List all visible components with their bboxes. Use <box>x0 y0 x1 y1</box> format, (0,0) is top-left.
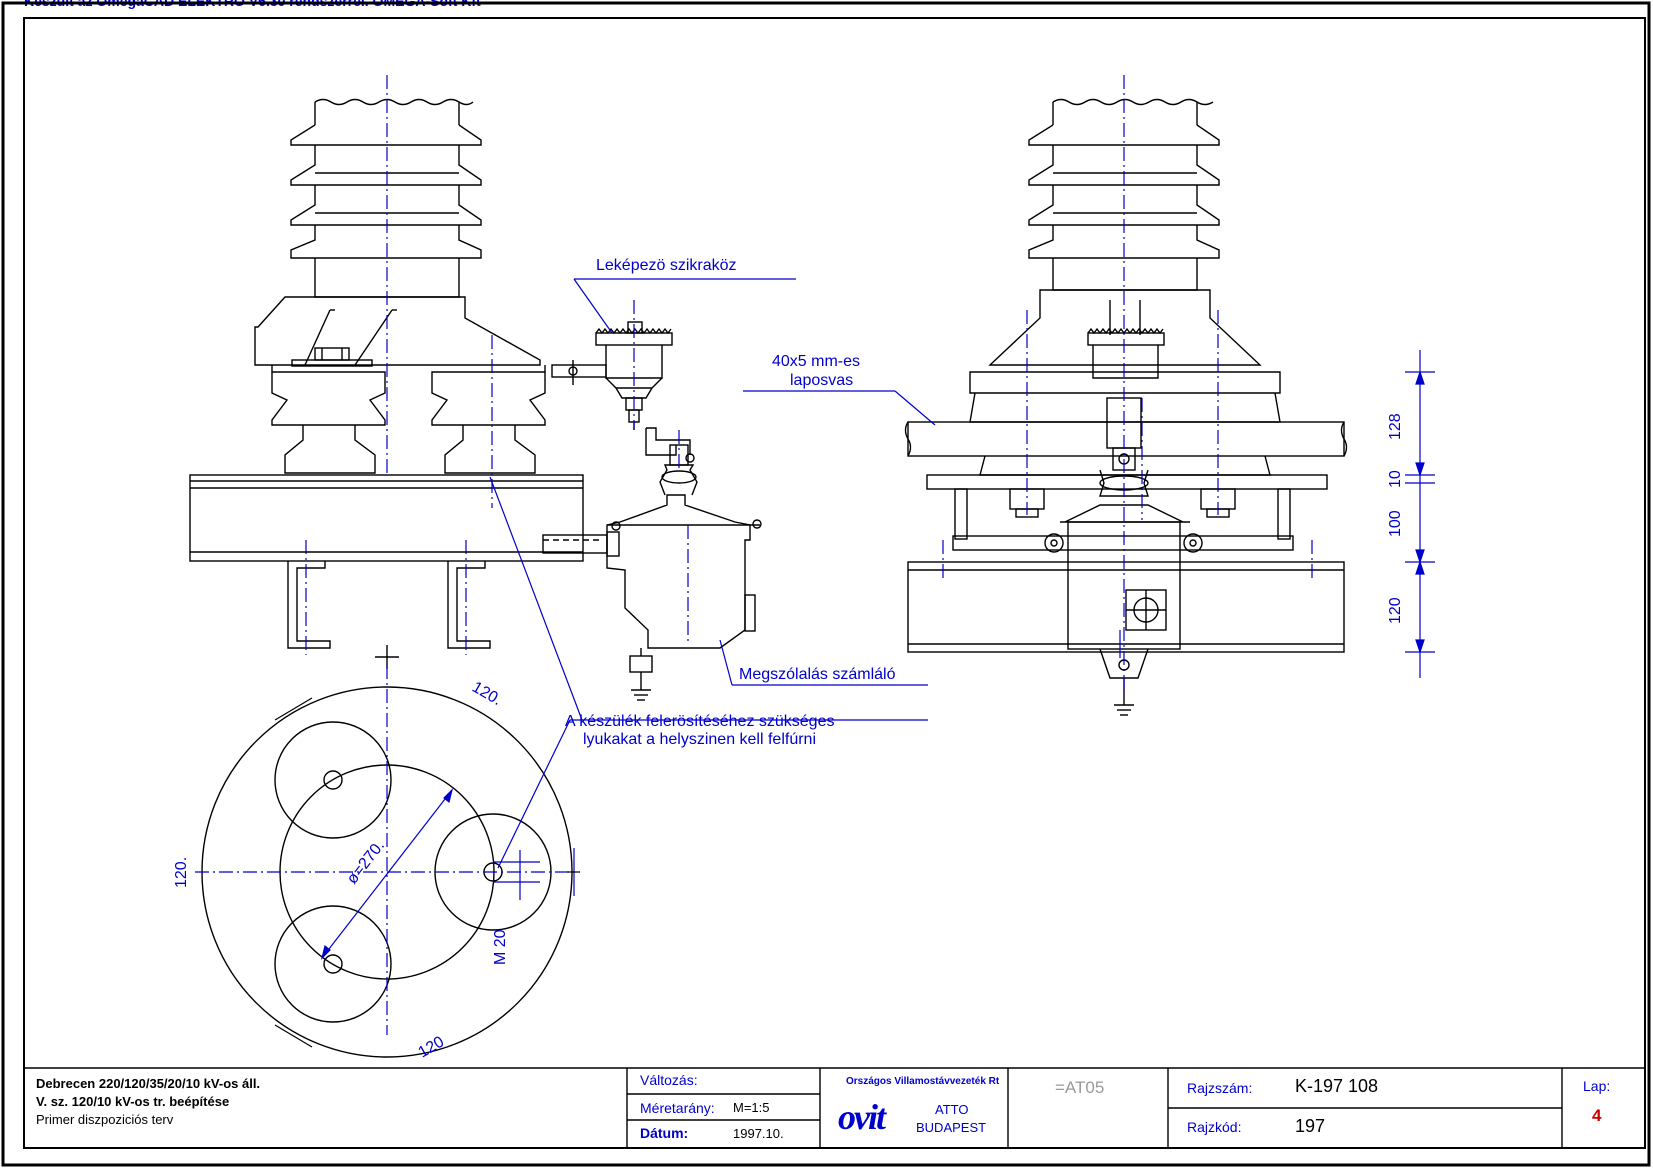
drawing-code: 197 <box>1295 1116 1326 1136</box>
drawing-no-label: Rajzszám: <box>1187 1080 1253 1096</box>
ovit-logo: ovit <box>838 1097 886 1137</box>
scale-label: Méretarány: <box>640 1100 715 1116</box>
holes-label-1: A készülék felerösítéséhez szükséges <box>565 713 834 730</box>
plan-tick-marks <box>274 697 580 1048</box>
project-line-3: Primer diszpoziciós terv <box>36 1112 174 1127</box>
counter-label: Megszólalás számláló <box>739 666 896 683</box>
scale-value: M=1:5 <box>733 1100 770 1115</box>
dept-line-2: BUDAPEST <box>916 1120 987 1135</box>
arrester-label: Leképezö szikraköz <box>596 257 737 274</box>
flatbar-label-1: 40x5 mm-es <box>772 353 860 370</box>
sheet-label: Lap: <box>1583 1078 1611 1094</box>
change-label: Változás: <box>640 1072 698 1088</box>
project-line-1: Debrecen 220/120/35/20/10 kV-os áll. <box>36 1076 261 1091</box>
dim-bottom-120: 120 <box>416 1033 448 1061</box>
drawing-no: K-197 108 <box>1295 1076 1379 1096</box>
dept-line-1: ATTO <box>935 1102 969 1117</box>
sheet-number: 4 <box>1592 1106 1602 1125</box>
dim-left-120: 120. <box>173 857 190 888</box>
right-elevation <box>904 98 1348 716</box>
dim-thread: M 20 <box>492 929 509 965</box>
date-label: Dátum: <box>640 1125 689 1141</box>
holes-label-2: lyukakat a helyszinen kell felfúrni <box>583 731 816 748</box>
date-value: 1997.10. <box>733 1126 784 1141</box>
location-code: =AT05 <box>1055 1078 1105 1097</box>
dim-top-120: 120. <box>469 679 504 709</box>
left-centerlines <box>305 75 689 655</box>
project-line-2: V. sz. 120/10 kV-os tr. beépítése <box>36 1094 230 1109</box>
leader-lines <box>489 278 1121 721</box>
drawing-code-label: Rajzkód: <box>1187 1119 1242 1135</box>
dim-v128: 128 <box>1387 413 1404 440</box>
left-elevation <box>189 98 762 701</box>
right-centerlines <box>942 75 1313 700</box>
dim-v120: 120 <box>1387 597 1404 624</box>
dim-v10: 10 <box>1387 470 1404 488</box>
company-name: Országos Villamostávvezeték Rt <box>846 1076 1000 1087</box>
vertical-dimensions <box>1405 350 1435 678</box>
flatbar-label-2: laposvas <box>790 372 853 389</box>
title-block <box>24 1067 1645 1148</box>
dim-diameter: ø=270. <box>344 837 388 887</box>
dim-v100: 100 <box>1387 510 1404 537</box>
plan-centerlines <box>195 665 580 1035</box>
plan-dimensions <box>320 719 928 960</box>
